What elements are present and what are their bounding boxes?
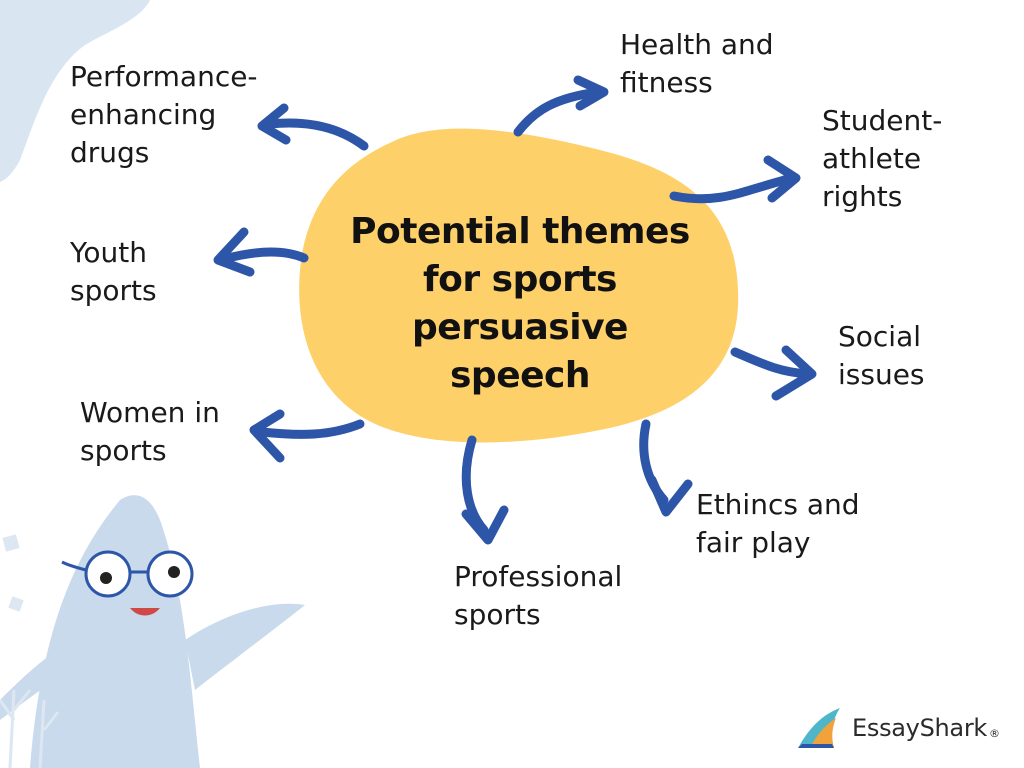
theme-label-line: Health and <box>620 28 774 61</box>
theme-women-in-sports: Women in sports <box>80 394 220 470</box>
essayshark-logo: EssayShark ® <box>796 706 1000 750</box>
arrow-to-professional <box>461 435 509 545</box>
center-title-line: persuasive <box>412 307 628 348</box>
shark-fin-right <box>185 603 305 690</box>
theme-student-athlete-rights: Student- athlete rights <box>822 102 942 216</box>
theme-label-line: issues <box>838 358 925 391</box>
arrow-to-ethics <box>639 419 693 517</box>
theme-label-line: sports <box>454 598 541 631</box>
arrow-to-women <box>249 409 365 463</box>
arrow-to-performance <box>257 103 369 151</box>
shark-fin-logo-icon <box>798 708 840 748</box>
decor-square-1 <box>2 534 20 552</box>
theme-label-line: Ethincs and <box>696 488 860 521</box>
mascot-mouth <box>130 608 160 616</box>
theme-label-line: fair play <box>696 526 811 559</box>
theme-label-line: Women in <box>80 396 220 429</box>
decor-square-2 <box>8 596 24 612</box>
glasses-temple <box>61 560 87 572</box>
theme-label-line: sports <box>80 434 167 467</box>
brand-name: EssayShark <box>852 714 988 742</box>
center-title: Potential themes for sports persuasive s… <box>325 208 715 400</box>
theme-social-issues: Social issues <box>838 318 925 394</box>
arrow-to-student <box>669 155 801 204</box>
decor-wave-top-left <box>0 0 150 182</box>
theme-youth-sports: Youth sports <box>70 234 157 310</box>
theme-label-line: Youth <box>70 236 147 269</box>
theme-label-line: fitness <box>620 66 713 99</box>
theme-professional-sports: Professional sports <box>454 558 622 634</box>
theme-label-line: drugs <box>70 136 150 169</box>
shark-body <box>30 495 200 768</box>
center-title-line: Potential themes <box>350 211 690 252</box>
arrow-to-youth <box>213 227 309 277</box>
theme-label-line: sports <box>70 274 157 307</box>
theme-ethics-and-fair-play: Ethincs and fair play <box>696 486 860 562</box>
center-blob <box>299 128 739 443</box>
shark-mascot <box>0 495 305 768</box>
theme-label-line: Professional <box>454 560 623 593</box>
theme-label-line: Student- <box>822 104 943 137</box>
theme-label-line: athlete <box>822 142 922 175</box>
theme-label-line: Social <box>838 320 922 353</box>
theme-performance-enhancing-drugs: Performance- enhancing drugs <box>70 58 258 172</box>
center-title-line: speech <box>450 355 591 396</box>
theme-label-line: enhancing <box>70 98 217 131</box>
decor-coral <box>0 689 60 768</box>
registered-mark: ® <box>989 726 1001 740</box>
theme-label-line: rights <box>822 180 903 213</box>
center-title-line: for sports <box>422 259 618 300</box>
eye-left-pupil <box>100 572 112 584</box>
eye-right-pupil <box>168 566 180 578</box>
arrow-to-health <box>513 75 609 137</box>
theme-label-line: Performance- <box>70 60 258 93</box>
theme-health-and-fitness: Health and fitness <box>620 26 774 102</box>
arrow-to-social <box>730 345 817 401</box>
